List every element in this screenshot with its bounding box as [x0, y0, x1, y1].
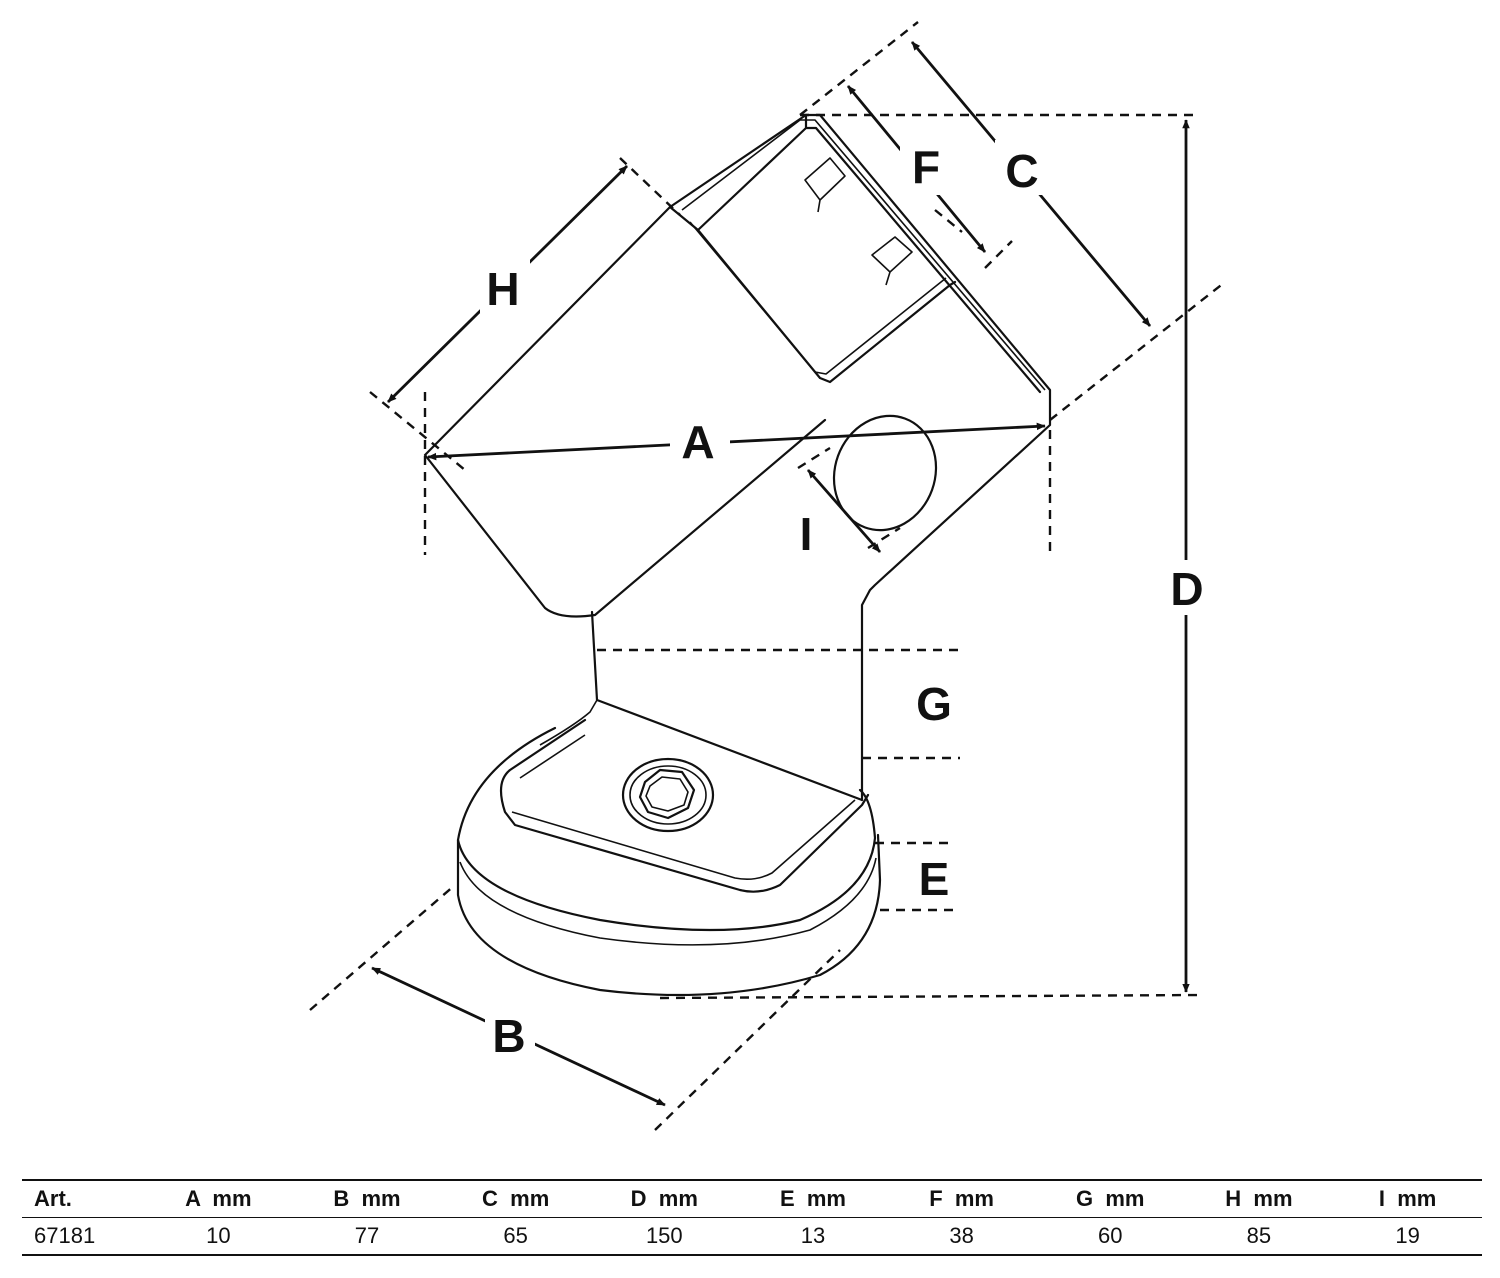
table-header-f: F mm: [887, 1179, 1036, 1218]
cell-b: 77: [292, 1217, 442, 1256]
table-header-d: D mm: [589, 1179, 739, 1218]
table-row: 67181 10 77 65 150 13 38 60 85 19: [22, 1217, 1482, 1256]
bolt-head-inner: [645, 776, 689, 812]
cell-d: 150: [589, 1217, 739, 1256]
table-header-row: Art. A mm B mm C mm D mm E mm F mm G mm …: [22, 1179, 1482, 1218]
cell-art: 67181: [22, 1217, 144, 1256]
label-masks: [480, 140, 1212, 1063]
cell-c: 65: [441, 1217, 590, 1256]
dimension-labels: A B C D E F G H I: [486, 141, 1203, 1062]
label-c: C: [1005, 145, 1038, 197]
foot-plate: [499, 718, 870, 893]
cell-g: 60: [1035, 1217, 1185, 1256]
dim-a-arrow: [427, 422, 1046, 461]
label-i: I: [800, 508, 813, 560]
label-e: E: [919, 853, 950, 905]
magnet-disc-top: [456, 726, 877, 932]
dimension-drawing: A B C D E F G H I: [309, 21, 1226, 1131]
label-d: D: [1170, 563, 1203, 615]
dim-i-arrow: [806, 469, 882, 553]
cell-e: 13: [738, 1217, 888, 1256]
slot-tab-lower: [871, 236, 913, 286]
extension-lines: [309, 21, 1226, 1131]
tube-inner-rim: [681, 119, 1046, 391]
magnet-disc-side: [456, 833, 882, 997]
cell-a: 10: [144, 1217, 293, 1256]
magnet-disc-rim: [459, 857, 877, 946]
label-a: A: [681, 416, 714, 468]
cell-h: 85: [1184, 1217, 1334, 1256]
slot-tab-upper: [804, 157, 846, 213]
bolt-head: [638, 768, 696, 820]
foot-plate-inner: [511, 734, 856, 880]
cell-f: 38: [887, 1217, 1036, 1256]
label-h: H: [486, 263, 519, 315]
label-g: G: [916, 678, 952, 730]
bolt-washer: [621, 757, 715, 833]
plate-base-fold: [539, 699, 598, 746]
table-header-a: A mm: [144, 1179, 293, 1218]
side-hole: [832, 414, 938, 532]
dimension-arrows: [371, 41, 1190, 1107]
label-b: B: [492, 1010, 525, 1062]
table-header-c: C mm: [441, 1179, 590, 1218]
bracket-outline: [423, 113, 1052, 997]
table-header-i: I mm: [1333, 1179, 1482, 1218]
table-header-e: E mm: [738, 1179, 888, 1218]
table-header-g: G mm: [1035, 1179, 1185, 1218]
label-f: F: [912, 141, 940, 193]
dimension-table: Art. A mm B mm C mm D mm E mm F mm G mm …: [22, 1179, 1482, 1256]
bolt-washer-inner: [629, 765, 707, 825]
table-header-art: Art.: [22, 1179, 144, 1218]
tube-body: [423, 113, 1052, 802]
table-header-b: B mm: [292, 1179, 442, 1218]
table-header-h: H mm: [1184, 1179, 1334, 1218]
cell-i: 19: [1333, 1217, 1482, 1256]
